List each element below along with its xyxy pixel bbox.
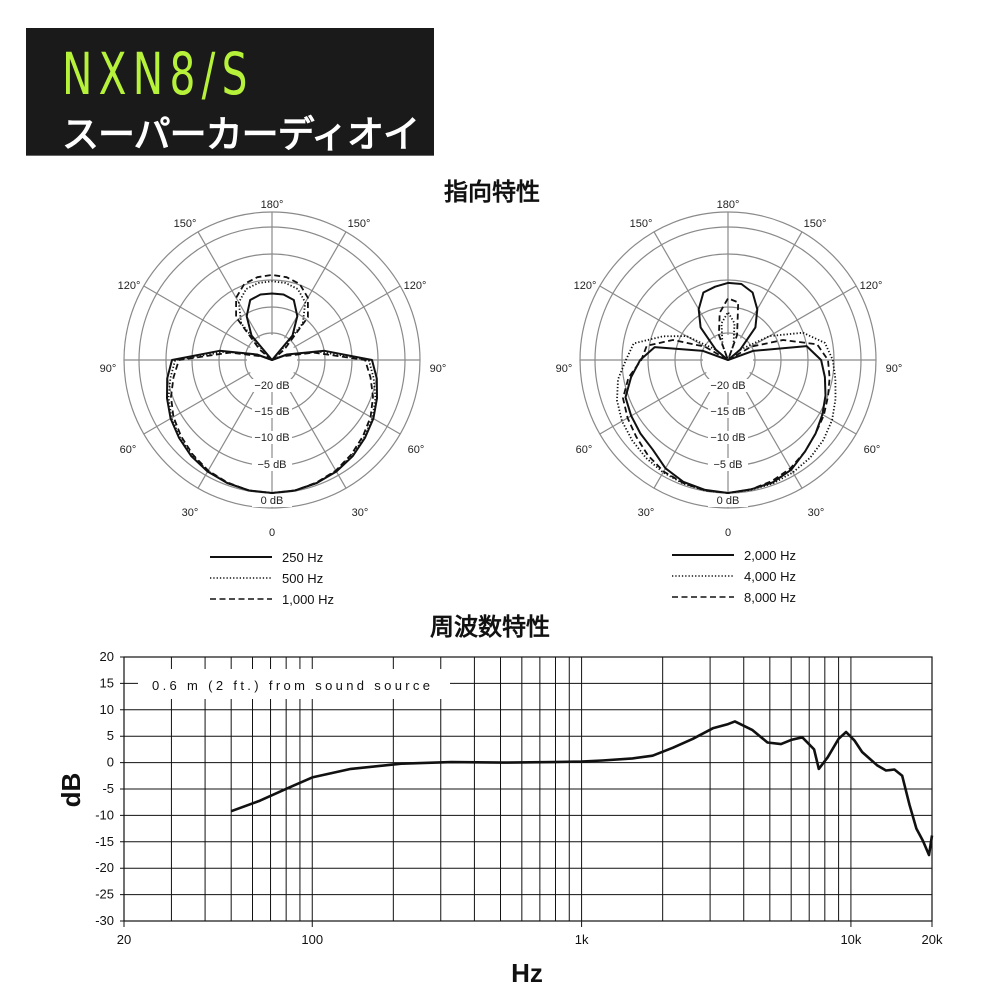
angle-label: 30° [182,507,199,519]
polar-spoke [293,285,401,349]
y-tick-label: 5 [107,728,114,743]
angle-label: 60° [864,444,881,456]
legend-label: 2,000 Hz [744,548,796,563]
y-tick-label: -20 [95,860,114,875]
frequency-section-title: 周波数特性 [430,614,550,641]
plot-frame [123,656,933,922]
angle-label: 120° [574,280,597,292]
angle-label: 120° [860,280,883,292]
polar-series-1000hz [170,273,374,494]
angle-label: 120° [404,280,427,292]
x-tick-label: 10k [840,932,861,947]
angle-label: 0 [725,527,731,539]
ring-label-bg [252,458,292,471]
ring-label: 0 dB [261,495,284,507]
y-tick-label: -30 [95,913,114,928]
angle-label: 150° [630,218,653,230]
ring-label: −5 dB [257,459,286,471]
model-name: NXN8/S [62,40,254,108]
legend-label: 8,000 Hz [744,590,796,605]
ring-label: −10 dB [710,432,745,444]
annotation-bg [138,669,450,699]
polar-spoke [653,231,717,339]
ring-label-bg [708,431,748,444]
polar-section-title: 指向特性 [444,179,540,206]
angle-label: 60° [576,444,593,456]
polar-spoke [143,285,251,349]
x-tick-label: 1k [575,932,589,947]
ring-label: −5 dB [713,459,742,471]
x-axis-title: Hz [511,958,543,988]
angle-label: 30° [638,507,655,519]
polar-spoke [739,231,803,339]
angle-label: 180° [261,199,284,211]
polar-chart-2: −20 dB −15 dB −10 dB −5 dB 0 dB 180° 150° 150° 1… [556,199,903,605]
ring-label-bg [708,494,748,507]
angle-label: 30° [352,507,369,519]
angle-label: 0 [269,527,275,539]
y-tick-label: 15 [100,675,114,690]
y-tick-label: -25 [95,887,114,902]
angle-label: 90° [430,363,447,375]
x-tick-label: 100 [301,932,323,947]
polar-spoke [143,371,251,435]
header-banner: NXN8/S スーパーカーディオイド [26,28,434,209]
x-tick-label: 20k [922,932,943,947]
y-tick-label: 10 [100,702,114,717]
ring-label: −20 dB [710,380,745,392]
angle-label: 90° [886,363,903,375]
polar-series-2000hz [624,281,827,494]
y-axis-title: dB [56,773,86,808]
ring-label-bg [708,405,748,418]
angle-label: 120° [118,280,141,292]
angle-label: 90° [556,363,573,375]
y-tick-label: 20 [100,649,114,664]
ring-label: −10 dB [254,432,289,444]
angle-label: 90° [100,363,117,375]
ring-label-bg [708,458,748,471]
angle-label: 150° [174,218,197,230]
polar-spoke [293,371,401,435]
legend-label: 250 Hz [282,550,323,565]
ring-label-bg [252,494,292,507]
y-tick-label: -15 [95,834,114,849]
response-curve [230,720,934,857]
polar-spoke [283,231,347,339]
ring-label: −20 dB [254,380,289,392]
polar-spoke [749,371,857,435]
y-tick-label: 0 [107,755,114,770]
polar-chart-1: −20 dB −15 dB −10 dB −5 dB 0 dB 180° 150° 150° 1… [100,199,447,607]
polar-series-250hz [166,292,378,494]
legend-label: 4,000 Hz [744,569,796,584]
polar-series-8000hz [622,297,831,494]
ring-label-bg [708,379,748,392]
ring-label-bg [252,379,292,392]
angle-label: 60° [120,444,137,456]
polar-spoke [653,381,717,489]
polar-spoke [599,371,707,435]
x-tick-label: 20 [117,932,131,947]
angle-label: 180° [717,199,740,211]
ring-label: −15 dB [710,406,745,418]
legend-label: 1,000 Hz [282,592,334,607]
angle-label: 150° [804,218,827,230]
polar-spoke [599,285,707,349]
polar-series-500hz [167,280,377,494]
pickup-pattern: スーパーカーディオイド [62,114,420,209]
angle-label: 150° [348,218,371,230]
ring-label-bg [252,431,292,444]
polar-spoke [197,231,261,339]
angle-label: 30° [808,507,825,519]
ring-label: 0 dB [717,495,740,507]
ring-label-bg [252,405,292,418]
ring-label: −15 dB [254,406,289,418]
y-tick-label: -5 [102,781,114,796]
angle-label: 60° [408,444,425,456]
y-tick-label: -10 [95,807,114,822]
legend-label: 500 Hz [282,571,323,586]
